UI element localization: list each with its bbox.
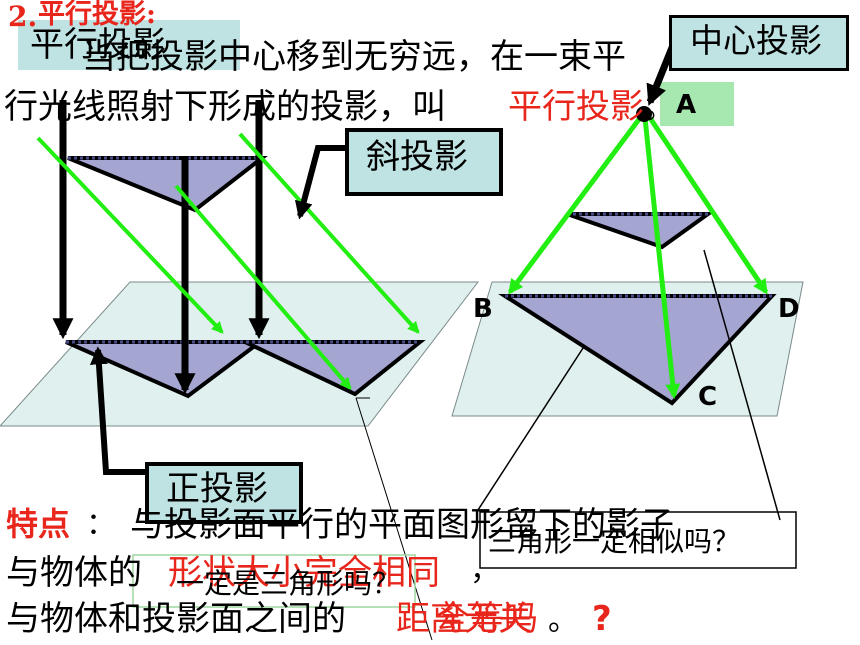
center-ray-c	[642, 117, 681, 399]
point-label-a: A	[676, 90, 697, 120]
center-ray-b	[507, 116, 643, 295]
parallel-projection-label: 平行投影	[30, 25, 166, 65]
center-object-triangle	[566, 212, 715, 250]
feature-line-3-a: 与物体和投影面之间的	[6, 599, 346, 639]
oblique-projection-box	[345, 128, 503, 196]
center-point-a	[636, 106, 652, 122]
point-label-c: C	[698, 382, 718, 412]
feature-line-2-c: ，	[470, 553, 500, 588]
callout-line-left	[355, 397, 433, 641]
definition-line-2: 行光线照射下形成的投影，叫	[4, 87, 446, 127]
callout-right-1	[477, 344, 586, 511]
question-box-triangle	[132, 554, 416, 608]
point-label-d: D	[778, 294, 800, 324]
oblique-ray-3	[238, 132, 420, 334]
orthogonal-pointer	[89, 346, 150, 475]
center-ray-d	[647, 116, 769, 295]
definition-period: 。	[644, 91, 674, 126]
oblique-projection-label: 斜投影	[366, 137, 468, 177]
overlay-question-congruent: 全等吗	[436, 599, 538, 639]
oblique-ray-2	[174, 184, 352, 390]
feature-line-1: 与投影面平行的平面图形留下的影子	[130, 505, 674, 545]
feature-line-3-c: 。	[548, 603, 578, 638]
orthogonal-projection-label: 正投影	[166, 469, 268, 509]
callout-right-2	[703, 249, 781, 521]
label-a-box	[660, 82, 734, 126]
overlay-question-triangle: 一定是三角形吗？	[176, 567, 401, 600]
feature-line-3-b: 距离无关	[396, 599, 532, 639]
center-projection-label: 中心投影	[690, 21, 822, 60]
center-projection-box	[669, 15, 849, 71]
feature-line-2-b: 形状大小完全相同	[168, 553, 440, 593]
point-label-b: B	[473, 294, 493, 324]
parallel-projection-box	[18, 20, 240, 70]
feature-line-2-a: 与物体的	[6, 553, 142, 593]
oblique-ray-1	[36, 136, 224, 334]
feature-label: 特点	[6, 505, 71, 543]
orthogonal-projection-box	[145, 462, 303, 524]
question-box-similar	[479, 511, 797, 569]
oblique-pointer	[294, 145, 345, 220]
definition-term: 平行投影	[508, 87, 644, 127]
feature-colon: ：	[86, 507, 116, 542]
heading-number: 2.	[8, 0, 38, 33]
overlay-question-mark: ?	[592, 599, 612, 639]
overlay-question-similar: 三角形一定相似吗？	[488, 525, 741, 558]
heading-title: 平行投影:	[38, 0, 156, 30]
definition-line-1: 当把投影中心移到无穷远，在一束平	[82, 37, 626, 77]
